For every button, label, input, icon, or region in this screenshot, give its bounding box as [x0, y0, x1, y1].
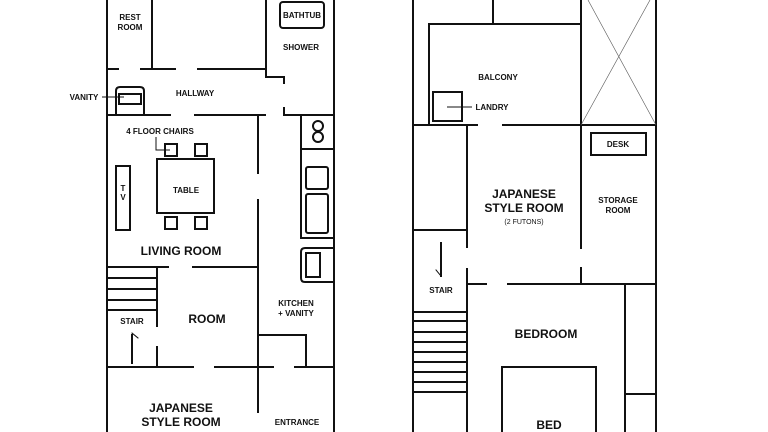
rest-room-label: REST [119, 13, 140, 22]
shower-label: SHOWER [283, 43, 319, 52]
stair-label: STAIR [120, 317, 144, 326]
walls [106, 0, 335, 432]
kitchen-label: KITCHEN [278, 299, 314, 308]
balcony-label: BALCONY [478, 73, 518, 82]
kitchen-counter [300, 114, 335, 283]
japanese-room-label-2: STYLE ROOM [484, 201, 563, 215]
bathtub [279, 1, 325, 29]
vanity [102, 86, 145, 116]
table-label: TABLE [173, 186, 200, 195]
japanese-room-label: JAPANESE [492, 187, 556, 201]
desk-label: DESK [607, 140, 629, 149]
desk [590, 132, 647, 156]
chairs-leader-line [155, 137, 170, 151]
void-cross [580, 0, 657, 126]
stair-arrow-icon [131, 332, 139, 364]
stair-steps [412, 311, 468, 393]
floor-chairs [164, 143, 208, 230]
kitchen-label-2: + VANITY [278, 309, 314, 318]
burner-icon [312, 120, 324, 132]
tv-label-2: V [120, 193, 126, 202]
burner-icon [312, 131, 324, 143]
table [156, 158, 215, 214]
entrance-label: ENTRANCE [275, 418, 320, 427]
stair-arrow-icon [435, 242, 442, 277]
japanese-room-label-2: STYLE ROOM [141, 415, 220, 429]
upper-floor-plan: BALCONY LANDRY DESK STORAGE ROOM JAPANES… [412, 0, 657, 432]
walls [412, 0, 657, 432]
bathtub-label: BATHTUB [283, 11, 321, 20]
stair-steps [106, 277, 158, 311]
storage-room-label: STORAGE [598, 196, 638, 205]
room-label: ROOM [188, 312, 225, 326]
futons-label: (2 FUTONS) [504, 219, 543, 226]
bedroom-label: BEDROOM [515, 327, 578, 341]
bed [501, 366, 597, 432]
tv-label: T [121, 184, 126, 193]
living-room-label: LIVING ROOM [141, 244, 222, 258]
vanity-label: VANITY [70, 93, 99, 102]
storage-room-label-2: ROOM [606, 206, 631, 215]
laundry-label: LANDRY [475, 103, 509, 112]
hallway-label: HALLWAY [176, 89, 215, 98]
ground-floor-plan: REST ROOM BATHTUB SHOWER VANITY HALLWAY … [70, 0, 335, 432]
stair-label: STAIR [429, 286, 453, 295]
bed-label: BED [536, 418, 562, 432]
tv [115, 165, 131, 231]
floor-chairs-label: 4 FLOOR CHAIRS [126, 127, 194, 136]
japanese-room-label: JAPANESE [149, 401, 213, 415]
rest-room-label-2: ROOM [118, 23, 143, 32]
